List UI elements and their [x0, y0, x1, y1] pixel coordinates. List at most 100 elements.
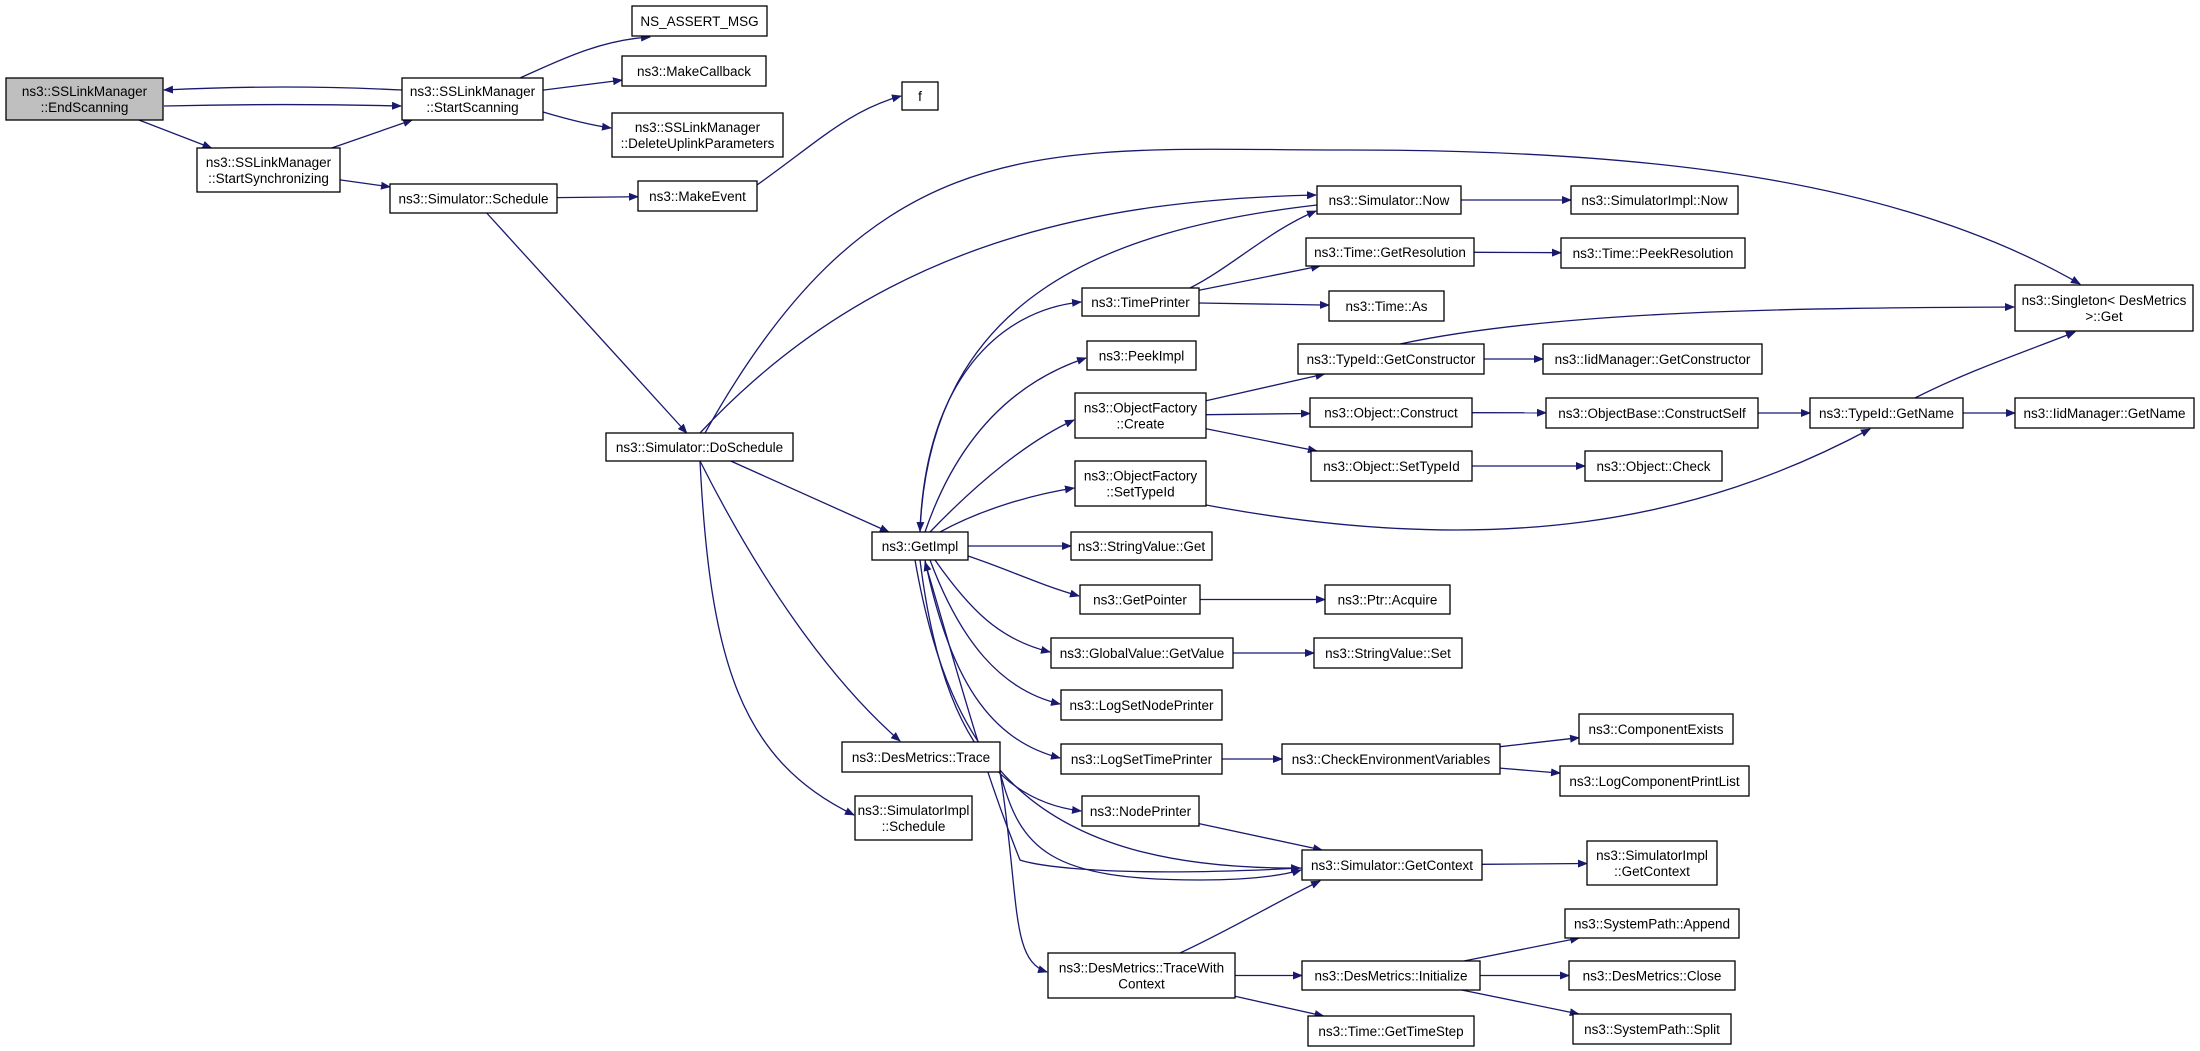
node-box[interactable]: [1281, 743, 1501, 775]
function-node[interactable]: ns3::SSLinkManager::StartSynchronizing: [196, 147, 341, 193]
node-box[interactable]: [1301, 849, 1483, 881]
node-box[interactable]: [2014, 397, 2195, 429]
function-node[interactable]: ns3::SimulatorImpl::GetContext: [1586, 840, 1718, 886]
function-node[interactable]: ns3::TimePrinter: [1081, 287, 1200, 317]
node-box[interactable]: [1307, 1015, 1475, 1047]
node-box[interactable]: [1301, 960, 1481, 991]
node-box[interactable]: [1328, 290, 1445, 322]
function-node[interactable]: ns3::MakeEvent: [637, 180, 758, 212]
function-node[interactable]: ns3::Simulator::GetContext: [1301, 849, 1483, 881]
function-node[interactable]: ns3::IidManager::GetName: [2014, 397, 2195, 429]
function-node[interactable]: ns3::LogComponentPrintList: [1559, 765, 1750, 797]
node-box[interactable]: [1309, 397, 1473, 428]
node-box[interactable]: [1060, 743, 1223, 775]
node-box[interactable]: [389, 183, 558, 214]
node-box[interactable]: [1586, 840, 1718, 886]
function-node[interactable]: ns3::Time::PeekResolution: [1560, 237, 1746, 269]
node-box[interactable]: [1568, 960, 1736, 991]
function-node[interactable]: ns3::Ptr::Acquire: [1324, 584, 1451, 615]
function-node[interactable]: ns3::NodePrinter: [1081, 795, 1200, 827]
function-node[interactable]: ns3::DesMetrics::Close: [1568, 960, 1736, 991]
node-box[interactable]: [854, 795, 973, 841]
function-node[interactable]: ns3::Singleton< DesMetrics >::Get: [2014, 284, 2194, 332]
function-node[interactable]: ns3::Simulator::Now: [1316, 185, 1462, 215]
node-box[interactable]: [1324, 584, 1451, 615]
function-node[interactable]: ns3::ObjectFactory::Create: [1074, 392, 1207, 439]
function-node[interactable]: ns3::DesMetrics::Trace: [841, 741, 1001, 773]
function-node[interactable]: ns3::SystemPath::Split: [1572, 1013, 1732, 1045]
node-box[interactable]: [1074, 460, 1207, 507]
node-box[interactable]: [871, 531, 969, 561]
node-box[interactable]: [1542, 343, 1763, 375]
node-box[interactable]: [1079, 584, 1201, 615]
node-box[interactable]: [637, 180, 758, 212]
node-box[interactable]: [1305, 237, 1475, 267]
function-node[interactable]: ns3::Time::As: [1328, 290, 1445, 322]
node-box[interactable]: [1313, 637, 1463, 669]
node-box[interactable]: [196, 147, 341, 193]
function-node[interactable]: ns3::PeekImpl: [1086, 340, 1197, 371]
node-box[interactable]: [1560, 237, 1746, 269]
node-box[interactable]: [1316, 185, 1462, 215]
node-box[interactable]: [1570, 185, 1739, 215]
function-node[interactable]: ns3::ObjectBase::ConstructSelf: [1545, 397, 1759, 429]
function-node[interactable]: ns3::Object::SetTypeId: [1310, 450, 1473, 482]
function-node[interactable]: ns3::CheckEnvironmentVariables: [1281, 743, 1501, 775]
node-box[interactable]: [1050, 637, 1234, 669]
node-box[interactable]: [901, 81, 939, 111]
node-box[interactable]: [1310, 450, 1473, 482]
node-box[interactable]: [605, 432, 794, 462]
node-box[interactable]: [1572, 1013, 1732, 1045]
node-box[interactable]: [1564, 908, 1740, 939]
function-node[interactable]: ns3::SimulatorImpl::Now: [1570, 185, 1739, 215]
node-box[interactable]: [631, 5, 768, 37]
node-box[interactable]: [1559, 765, 1750, 797]
node-box[interactable]: [611, 112, 784, 158]
function-node[interactable]: ns3::GetPointer: [1079, 584, 1201, 615]
function-node[interactable]: ns3::ObjectFactory::SetTypeId: [1074, 460, 1207, 507]
node-box[interactable]: [1809, 397, 1964, 429]
node-box[interactable]: [1060, 689, 1223, 721]
node-box[interactable]: [1074, 392, 1207, 439]
node-box[interactable]: [2014, 284, 2194, 332]
function-node[interactable]: ns3::GetImpl: [871, 531, 969, 561]
function-node[interactable]: ns3::SSLinkManager::DeleteUplinkParamete…: [611, 112, 784, 158]
node-box[interactable]: [401, 77, 544, 121]
function-node[interactable]: ns3::LogSetNodePrinter: [1060, 689, 1223, 721]
function-node[interactable]: f: [901, 81, 939, 111]
function-node[interactable]: ns3::TypeId::GetName: [1809, 397, 1964, 429]
node-box[interactable]: [841, 741, 1001, 773]
function-node[interactable]: ns3::SSLinkManager::StartScanning: [401, 77, 544, 121]
function-node[interactable]: ns3::StringValue::Set: [1313, 637, 1463, 669]
function-node[interactable]: ns3::Time::GetTimeStep: [1307, 1015, 1475, 1047]
node-box[interactable]: [1297, 343, 1485, 375]
function-node[interactable]: ns3::Object::Construct: [1309, 397, 1473, 428]
function-node[interactable]: ns3::LogSetTimePrinter: [1060, 743, 1223, 775]
node-box[interactable]: [1047, 952, 1236, 999]
node-box[interactable]: [1081, 795, 1200, 827]
function-node[interactable]: ns3::Object::Check: [1584, 450, 1723, 482]
node-box[interactable]: [1578, 713, 1734, 745]
function-node[interactable]: ns3::GlobalValue::GetValue: [1050, 637, 1234, 669]
node-box[interactable]: [1070, 531, 1213, 561]
function-node[interactable]: ns3::TypeId::GetConstructor: [1297, 343, 1485, 375]
function-node[interactable]: ns3::DesMetrics::Initialize: [1301, 960, 1481, 991]
function-node[interactable]: ns3::SSLinkManager::EndScanning: [5, 77, 164, 121]
function-node[interactable]: ns3::MakeCallback: [621, 55, 767, 87]
node-box[interactable]: [621, 55, 767, 87]
function-node[interactable]: ns3::Simulator::DoSchedule: [605, 432, 794, 462]
node-box[interactable]: [1081, 287, 1200, 317]
function-node[interactable]: ns3::Simulator::Schedule: [389, 183, 558, 214]
function-node[interactable]: ns3::StringValue::Get: [1070, 531, 1213, 561]
node-box[interactable]: [1086, 340, 1197, 371]
function-node[interactable]: ns3::Time::GetResolution: [1305, 237, 1475, 267]
function-node[interactable]: ns3::SystemPath::Append: [1564, 908, 1740, 939]
node-box[interactable]: [1584, 450, 1723, 482]
function-node[interactable]: ns3::SimulatorImpl::Schedule: [854, 795, 973, 841]
function-node[interactable]: ns3::IidManager::GetConstructor: [1542, 343, 1763, 375]
node-box[interactable]: [5, 77, 164, 121]
function-node[interactable]: NS_ASSERT_MSG: [631, 5, 768, 37]
node-box[interactable]: [1545, 397, 1759, 429]
function-node[interactable]: ns3::ComponentExists: [1578, 713, 1734, 745]
